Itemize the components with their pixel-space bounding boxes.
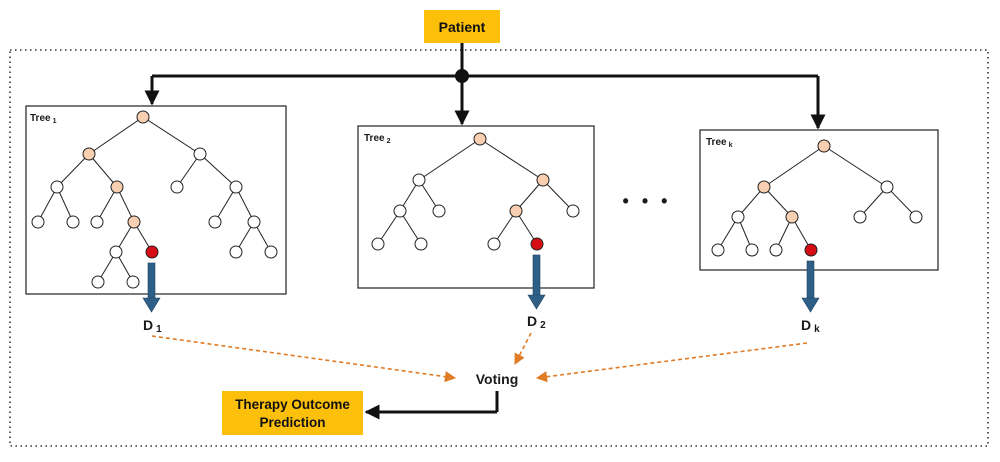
outcome-box: Therapy Outcome Prediction <box>222 391 363 435</box>
patient-label: Patient <box>439 19 486 35</box>
tree-node <box>880 180 894 194</box>
junction-dot <box>455 69 469 83</box>
tree-node <box>264 245 278 259</box>
tree-node <box>193 147 207 161</box>
tree-node <box>31 215 45 229</box>
tree-node <box>170 180 184 194</box>
tree-node <box>487 237 501 251</box>
tree-node <box>731 210 745 224</box>
tree-node <box>91 275 105 289</box>
decision-leaf-node <box>804 243 818 257</box>
path-node <box>127 215 141 229</box>
path-node <box>473 132 487 146</box>
decision-arrow-k <box>801 260 820 313</box>
path-node <box>82 147 96 161</box>
voting-label: Voting <box>476 371 519 387</box>
vote-arrow-1 <box>151 335 457 383</box>
path-node <box>817 139 831 153</box>
path-node <box>757 180 771 194</box>
path-node <box>136 110 150 124</box>
tree-2-nodes <box>371 132 580 251</box>
tree-node <box>414 237 428 251</box>
vote-arrow-k <box>535 342 808 383</box>
tree-node <box>412 173 426 187</box>
tree-2-box <box>357 125 595 289</box>
tree-node <box>247 215 261 229</box>
tree-1-nodes <box>31 110 278 289</box>
ensemble-boundary <box>9 49 989 447</box>
path-node <box>509 204 523 218</box>
tree-k-box <box>699 129 939 271</box>
path-node <box>785 210 799 224</box>
decision-arrow-1 <box>142 262 161 313</box>
tree-node <box>432 204 446 218</box>
tree-k-nodes <box>711 139 923 257</box>
more-trees-ellipsis: • • • <box>623 191 672 211</box>
tree-node <box>229 180 243 194</box>
tree-1-box <box>25 105 287 295</box>
decision-arrow-2 <box>527 254 546 310</box>
tree-node <box>229 245 243 259</box>
outcome-connector <box>364 391 499 420</box>
decision-arrows <box>142 254 820 313</box>
path-node <box>110 180 124 194</box>
tree-node <box>50 180 64 194</box>
tree-node <box>371 237 385 251</box>
tree-node <box>66 215 80 229</box>
tree-node <box>853 210 867 224</box>
outcome-label-line-1: Therapy Outcome <box>235 397 350 412</box>
decision-leaf-node <box>530 237 544 251</box>
decision-leaf-node <box>145 245 159 259</box>
outcome-label-line-2: Prediction <box>259 415 325 430</box>
tree-node <box>711 243 725 257</box>
tree-node <box>393 204 407 218</box>
tree-node <box>769 243 783 257</box>
patient-box: Patient <box>424 10 500 43</box>
path-node <box>536 173 550 187</box>
tree-node <box>90 215 104 229</box>
tree-node <box>126 275 140 289</box>
vote-arrow-2 <box>514 332 532 365</box>
tree-node <box>208 215 222 229</box>
tree-node <box>909 210 923 224</box>
tree-node <box>109 245 123 259</box>
tree-node <box>566 204 580 218</box>
vote-arrows <box>151 332 808 383</box>
tree-node <box>745 243 759 257</box>
